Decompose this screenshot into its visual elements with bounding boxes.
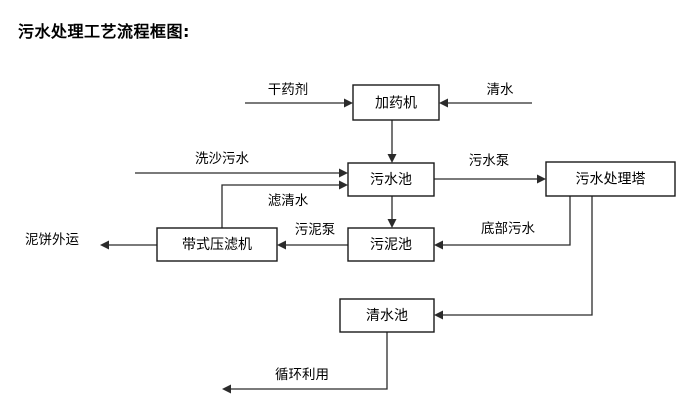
edge-belt-filter-press-to-mud-cake-out: 泥饼外运 — [25, 232, 157, 250]
edge-label-sand-wash-wastewater: 洗沙污水 — [195, 151, 249, 167]
node-box — [347, 227, 435, 262]
edge-wastewater-pool-to-sludge-pool — [387, 196, 397, 228]
node-label-clearwater-pool: 清水池 — [366, 308, 408, 324]
page-title: 污水处理工艺流程框图: — [18, 22, 190, 41]
edge-label-wastewater-pump: 污水泵 — [469, 153, 510, 169]
edge-line — [440, 196, 571, 246]
edge-wastewater-pump-to-treatment-tower: 污水泵 — [434, 153, 546, 184]
node-clearwater-pool[interactable]: 清水池 — [339, 298, 435, 333]
node-label-treatment-tower: 污水处理塔 — [576, 172, 646, 188]
edge-sand-wash-wastewater-to-wastewater-pool: 洗沙污水 — [135, 151, 348, 178]
arrow-head-icon — [100, 240, 109, 250]
node-dosing-machine[interactable]: 加药机 — [352, 84, 440, 121]
edge-label-mud-cake-out: 泥饼外运 — [25, 232, 79, 248]
node-box — [339, 298, 435, 333]
node-belt-filter-press[interactable]: 带式压滤机 — [156, 227, 278, 262]
edge-label-sludge-pump: 污泥泵 — [295, 222, 336, 238]
edge-line — [440, 196, 593, 316]
edge-bottom-wastewater-to-sludge-pool: 底部污水 — [434, 196, 571, 250]
arrow-head-icon — [439, 98, 448, 108]
arrow-head-icon — [339, 180, 348, 190]
node-treatment-tower[interactable]: 污水处理塔 — [545, 161, 676, 197]
edge-line — [221, 184, 342, 228]
edge-line — [228, 332, 388, 390]
edge-clean-water-to-dosing-machine: 清水 — [439, 82, 532, 108]
edge-dry-chemical-to-dosing-machine: 干药剂 — [245, 82, 353, 108]
node-box — [545, 161, 676, 197]
node-label-dosing-machine: 加药机 — [375, 96, 417, 112]
node-sludge-pool[interactable]: 污泥池 — [347, 227, 435, 262]
node-box — [347, 162, 435, 197]
arrow-head-icon — [387, 154, 397, 163]
arrow-head-icon — [434, 240, 443, 250]
node-box — [352, 84, 440, 121]
edge-label-filtered-clear-water: 滤清水 — [268, 193, 309, 209]
arrow-head-icon — [277, 240, 286, 250]
node-wastewater-pool[interactable]: 污水池 — [347, 162, 435, 197]
node-label-belt-filter-press: 带式压滤机 — [182, 237, 252, 253]
node-label-sludge-pool: 污泥池 — [370, 237, 412, 253]
edge-label-clean-water: 清水 — [487, 82, 515, 98]
node-box — [156, 227, 278, 262]
node-label-wastewater-pool: 污水池 — [370, 172, 412, 188]
edge-sludge-pump-to-belt-filter-press: 污泥泵 — [277, 222, 348, 250]
arrow-head-icon — [434, 310, 443, 320]
arrow-head-icon — [344, 98, 353, 108]
arrow-head-icon — [537, 174, 546, 184]
edge-label-recycle-reuse: 循环利用 — [275, 367, 329, 383]
arrow-head-icon — [339, 168, 348, 178]
edge-treatment-tower-to-clearwater-pool — [434, 196, 593, 320]
edge-label-dry-chemical: 干药剂 — [268, 82, 309, 98]
edge-clearwater-pool-to-recycle-reuse: 循环利用 — [222, 332, 388, 394]
arrow-head-icon — [222, 384, 231, 394]
edge-filtered-clear-water-to-wastewater-pool: 滤清水 — [221, 180, 348, 228]
edge-label-bottom-wastewater: 底部污水 — [481, 221, 535, 237]
arrow-head-icon — [387, 219, 397, 228]
edge-dosing-machine-to-wastewater-pool — [387, 120, 397, 163]
